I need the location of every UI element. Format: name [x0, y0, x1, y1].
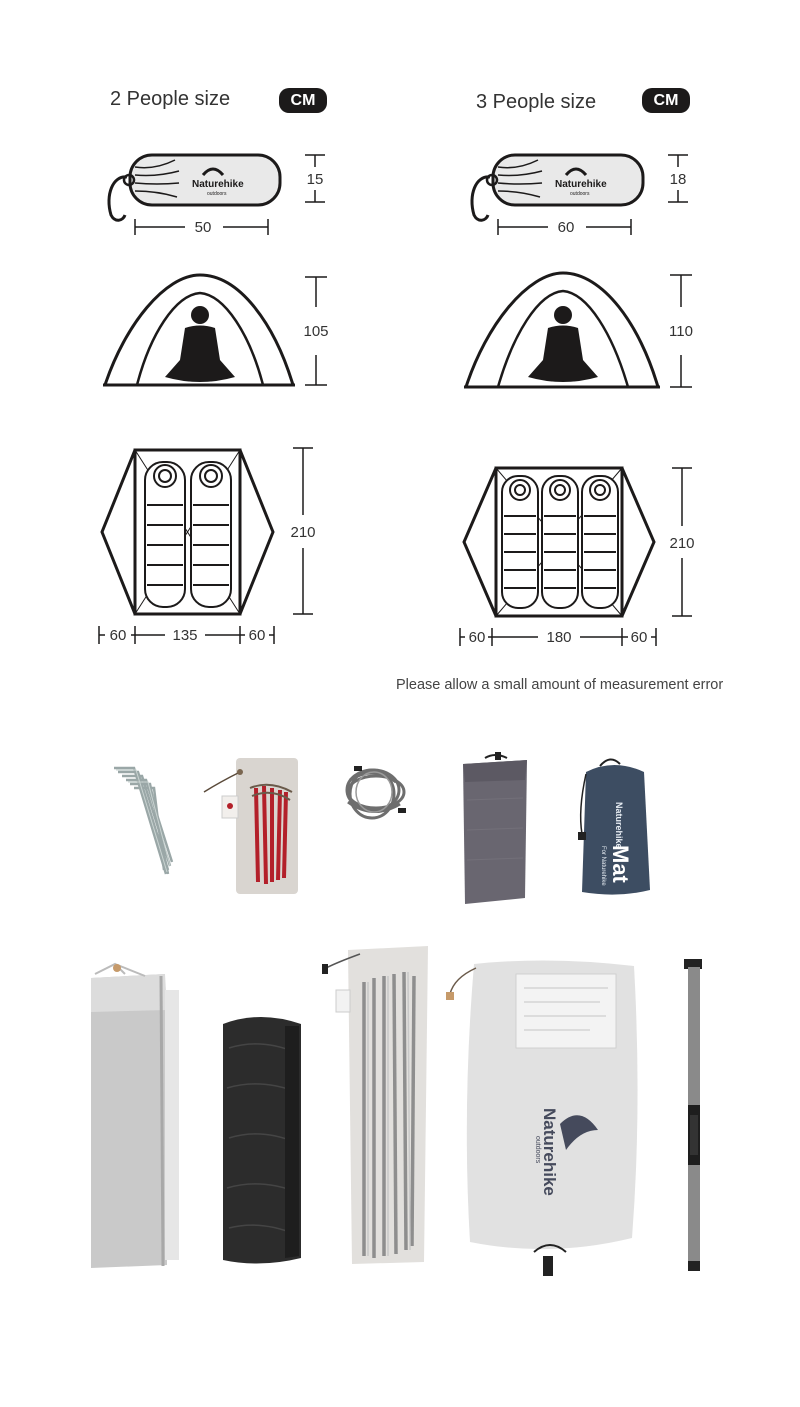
right-bag-diagram: Naturehike outdoors 60 18 — [470, 153, 688, 236]
right-tent-front: 110 — [463, 271, 693, 389]
left-bag-height: 15 — [307, 171, 324, 188]
left-bag-logo-sub: outdoors — [207, 191, 227, 197]
poles-bag-image — [322, 946, 428, 1264]
right-vestibule-left: 60 — [469, 629, 486, 646]
silver-stakes-image — [114, 766, 174, 875]
left-vestibule-left: 60 — [110, 627, 127, 644]
tent-carry-bag-image: Naturehike outdoors — [446, 960, 638, 1276]
right-floor-length: 210 — [669, 535, 694, 552]
mat-bag-image: Naturehike Mat For Naturehike — [578, 758, 650, 895]
mat-bag-label: Mat — [608, 845, 633, 884]
left-size-title: 2 People size — [110, 88, 231, 110]
tent-bag-brand: Naturehike — [540, 1108, 559, 1196]
footprint-bag-image — [463, 752, 527, 904]
right-floor-width: 180 — [546, 629, 571, 646]
tent-bag-sub: outdoors — [534, 1136, 541, 1164]
left-tent-front: 105 — [102, 273, 329, 387]
mat-bag-brand: Naturehike — [614, 802, 624, 849]
right-bag-logo: Naturehike — [555, 179, 607, 190]
right-bag-logo-sub: outdoors — [570, 191, 590, 197]
right-bag-length: 60 — [558, 219, 575, 236]
left-floor-length: 210 — [290, 524, 315, 541]
left-tent-height: 105 — [303, 323, 328, 340]
right-size-title: 3 People size — [476, 91, 597, 113]
right-unit-badge: CM — [642, 88, 690, 113]
red-stakes-bag-image — [203, 758, 298, 894]
left-floor-width: 135 — [172, 627, 197, 644]
left-bag-length: 50 — [195, 219, 212, 236]
left-floor-plan: 210 60 135 60 — [98, 447, 316, 644]
left-bag-diagram: Naturehike outdoors 50 15 — [107, 153, 325, 236]
left-vestibule-right: 60 — [249, 627, 266, 644]
right-floor-plan: 210 60 180 60 — [459, 466, 695, 646]
left-unit-badge: CM — [279, 88, 327, 113]
folded-tent-body-image — [91, 962, 179, 1268]
right-tent-height: 110 — [669, 323, 693, 340]
right-vestibule-right: 60 — [631, 629, 648, 646]
mat-bag-sub: For Naturehike — [600, 846, 606, 886]
rainfly-image — [223, 1017, 301, 1264]
right-bag-height: 18 — [670, 171, 687, 188]
guy-ropes-image — [345, 766, 406, 820]
left-bag-logo: Naturehike — [192, 179, 244, 190]
strap-image — [684, 959, 702, 1271]
measurement-note: Please allow a small amount of measureme… — [396, 677, 724, 693]
